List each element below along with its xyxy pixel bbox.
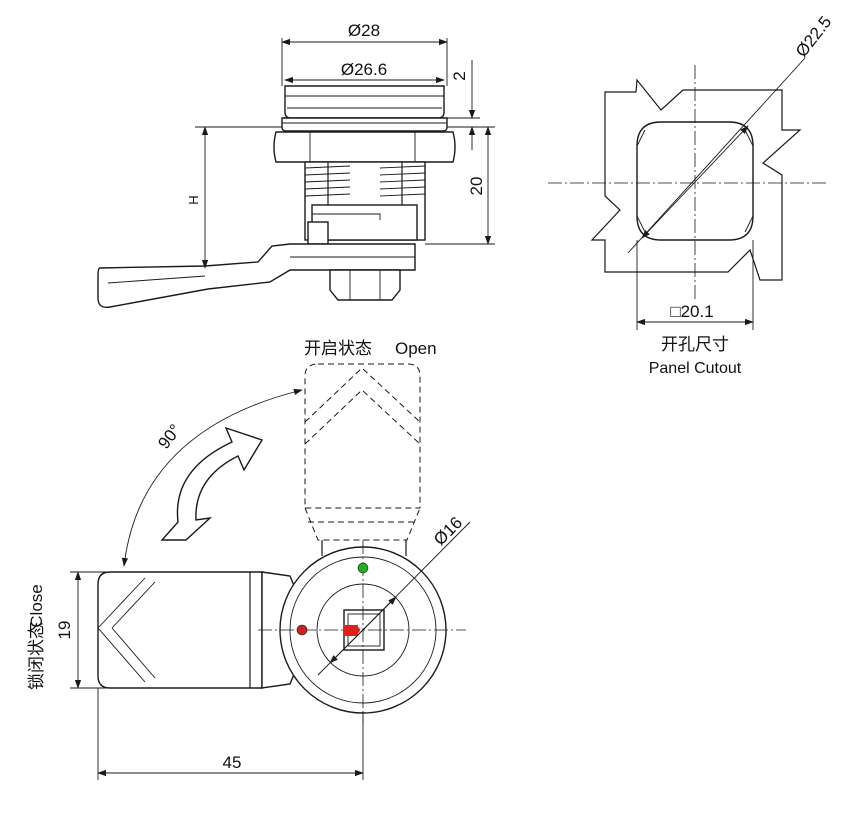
panel-outline xyxy=(590,78,802,281)
dim-height: H xyxy=(186,195,201,204)
dim-outer-diameter: Ø28 xyxy=(348,21,380,40)
bottom-nut xyxy=(329,269,401,301)
rotate-arrow-icon xyxy=(160,426,264,541)
open-indicator-dot xyxy=(357,562,369,574)
close-indicator-dot xyxy=(296,624,308,636)
hex-nut xyxy=(273,131,456,163)
close-label-en: Close xyxy=(27,584,46,627)
thread-lines xyxy=(304,162,426,205)
washer xyxy=(281,117,448,132)
cam-arm xyxy=(97,243,416,308)
dim-thread-length: 20 xyxy=(467,177,486,196)
dim-flange-diameter: Ø26.6 xyxy=(341,60,387,79)
stop-block xyxy=(307,221,329,245)
open-label-en: Open xyxy=(395,339,437,358)
open-state-cam xyxy=(304,363,421,509)
dim-body-diameter: Ø16 xyxy=(430,513,466,549)
panel-cutout-label-en: Panel Cutout xyxy=(649,360,742,377)
open-label-cn: 开启状态 xyxy=(304,339,372,359)
side-view: Ø28 Ø26.6 2 20 H xyxy=(97,21,495,308)
dim-cam-length: 45 xyxy=(223,753,242,772)
close-label-cn: 锁闭状态 xyxy=(27,622,47,690)
panel-cutout-label-cn: 开孔尺寸 xyxy=(661,335,729,355)
dim-cutout-square: □20.1 xyxy=(670,302,713,321)
panel-cutout-view: Ø22.5 □20.1 开孔尺寸 Panel Cutout xyxy=(548,13,835,377)
closed-state-cam xyxy=(97,571,263,689)
front-view: 开启状态 Open Ø16 90° xyxy=(27,339,471,780)
dim-cutout-diagonal: Ø22.5 xyxy=(792,13,835,61)
cap-flange xyxy=(284,85,445,119)
dim-rotation-angle: 90° xyxy=(154,421,185,453)
dim-cam-width: 19 xyxy=(55,621,74,640)
dim-flange-thickness: 2 xyxy=(450,71,469,80)
